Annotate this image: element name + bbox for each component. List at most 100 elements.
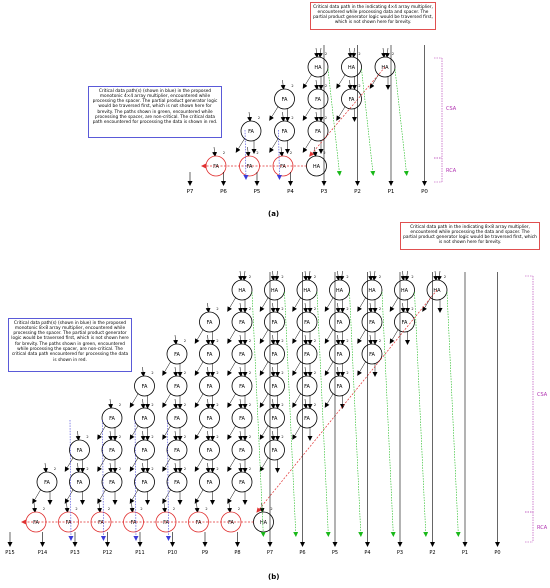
panel-a-array-4x4: HA2HA2HA2FA2FA2FA2FA2FA2FA2FA2FA2FA2HA2P…	[187, 45, 457, 195]
panel-b-sum-wire	[194, 424, 204, 440]
panel-b-pp-input-wire	[32, 502, 38, 513]
panel-b-full-adder-label: FA	[207, 416, 213, 422]
panel-b-non-critical-spacer-path	[446, 291, 461, 537]
panel-b-output-label: P8	[234, 550, 240, 556]
panel-b-full-adder	[166, 343, 188, 365]
panel-b-pp-input-wire	[436, 270, 442, 281]
panel-b-full-adder	[166, 375, 188, 397]
panel-b-full-adder	[296, 343, 318, 365]
panel-b-full-adder-label: FA	[239, 448, 245, 454]
panel-b-sum-wire	[292, 392, 302, 408]
panel-b-non-critical-spacer-path	[349, 291, 364, 537]
panel-b-rca-label: RCA	[537, 525, 548, 531]
panel-b-sum-wire	[357, 296, 367, 312]
panel-b-pp-input-wire	[108, 398, 114, 409]
panel-b-sum-wire	[259, 456, 269, 472]
panel-b-wire-width-label: 2	[249, 275, 251, 279]
panel-a-wire-width-label: 2	[291, 84, 293, 88]
panel-a-wire-width-label: 2	[256, 151, 258, 155]
panel-a-critical-spacer-path	[243, 129, 249, 180]
panel-b-note-monotonic: Critical data path(s) (shown in blue) in…	[8, 318, 132, 372]
panel-b-full-adder-label: FA	[142, 416, 148, 422]
panel-b-output-label: P12	[103, 550, 112, 556]
panel-b-sum-wire	[129, 392, 139, 408]
panel-a-non-critical-spacer-path	[394, 68, 409, 176]
panel-b-full-adder	[69, 439, 90, 461]
panel-b-full-adder-label: FA	[109, 480, 115, 486]
panel-b-full-adder-label: FA	[33, 520, 39, 526]
panel-b-wire-width-label: 2	[346, 371, 348, 375]
panel-a-output-label: P5	[254, 189, 261, 195]
panel-b-full-adder-label: FA	[98, 520, 104, 526]
panel-b-full-adder-label: FA	[109, 448, 115, 454]
panel-a-wire-width-label: 2	[290, 151, 292, 155]
panel-b-sum-wire	[227, 424, 237, 440]
panel-a-full-adder-label: FA	[315, 97, 321, 103]
panel-b-full-adder-label: FA	[131, 520, 137, 526]
panel-b-pp-input-wire	[173, 398, 179, 409]
panel-b-full-adder	[101, 407, 123, 429]
panel-b-wire-width-label: 2	[281, 339, 283, 343]
panel-b-full-adder-label: FA	[272, 448, 278, 454]
panel-a-wire-width-label: 2	[358, 52, 360, 56]
panel-b-half-adder	[329, 279, 350, 301]
panel-b-full-adder-label: FA	[44, 480, 50, 486]
panel-b-pp-input-wire	[173, 430, 179, 441]
panel-b-output-label: P15	[5, 550, 14, 556]
panel-b-note-indicating: Critical data path in the indicating 8×8…	[400, 222, 540, 250]
panel-b-full-adder-label: FA	[207, 448, 213, 454]
panel-a-pp-input-wire	[280, 79, 286, 90]
panel-b-pp-input-wire	[162, 502, 168, 513]
panel-b-output-label: P4	[364, 550, 370, 556]
panel-b-full-adder	[231, 311, 253, 333]
panel-b-wire-width-label: 2	[281, 371, 283, 375]
panel-b-half-adder-label: HA	[368, 288, 376, 294]
panel-b-full-adder-label: FA	[207, 320, 213, 326]
panel-b-sum-wire	[194, 488, 204, 504]
panel-b-full-adder-label: FA	[109, 416, 115, 422]
panel-b-non-critical-spacer-path	[414, 291, 429, 537]
panel-b-full-adder-label: FA	[272, 320, 278, 326]
panel-a-wire-width-label: 2	[258, 116, 260, 120]
panel-b-full-adder-label: FA	[239, 480, 245, 486]
panel-b-full-adder-label: FA	[196, 520, 202, 526]
panel-b-pp-input-wire	[335, 334, 341, 345]
panel-a-pp-input-wire	[212, 146, 218, 157]
panel-b-sum-wire	[292, 328, 302, 344]
panel-b-full-adder-label: FA	[207, 384, 213, 390]
panel-b-full-adder-label: FA	[272, 352, 278, 358]
panel-b-full-adder	[199, 439, 220, 461]
panel-a-sum-wire	[336, 105, 346, 121]
panel-b-full-adder-label: FA	[174, 416, 180, 422]
panel-a-full-adder-label: FA	[248, 129, 254, 135]
panel-a-half-adder	[341, 56, 362, 78]
panel-b-wire-width-label: 2	[216, 467, 218, 471]
panel-a-full-adder-label: FA	[349, 97, 355, 103]
panel-b-sum-wire	[324, 392, 334, 408]
panel-b-wire-width-label: 2	[216, 339, 218, 343]
panel-b-pp-input-wire	[129, 502, 135, 513]
panel-a-pp-input-wire	[247, 111, 253, 122]
panel-a-full-adder-label: FA	[282, 97, 288, 103]
panel-b-wire-width-label: 2	[151, 403, 153, 407]
panel-b-pp-input-wire	[303, 334, 309, 345]
panel-b-pp-input-wire	[140, 366, 146, 377]
panel-a-full-adder	[274, 120, 295, 142]
panel-a-output-label: P3	[321, 189, 328, 195]
panel-a-wire-width-label: 2	[325, 116, 327, 120]
panel-a-pp-input-wire	[312, 146, 318, 157]
panel-a-full-adder-label: FA	[280, 164, 286, 170]
panel-a-output-label: P7	[187, 189, 194, 195]
panel-b-full-adder	[231, 439, 253, 461]
panel-b-half-adder	[264, 279, 285, 301]
panel-b-full-adder-label: FA	[174, 352, 180, 358]
panel-a-sum-wire	[235, 137, 246, 153]
panel-b-half-adder-label: HA	[401, 288, 409, 294]
panel-b-wire-width-label: 2	[86, 435, 88, 439]
panel-b-full-adder-label: FA	[369, 352, 375, 358]
panel-b-wire-width-label: 2	[119, 435, 121, 439]
panel-a-full-adder-label: FA	[315, 129, 321, 135]
panel-b-wire-width-label: 2	[184, 435, 186, 439]
panel-b-wire-width-label: 2	[216, 403, 218, 407]
